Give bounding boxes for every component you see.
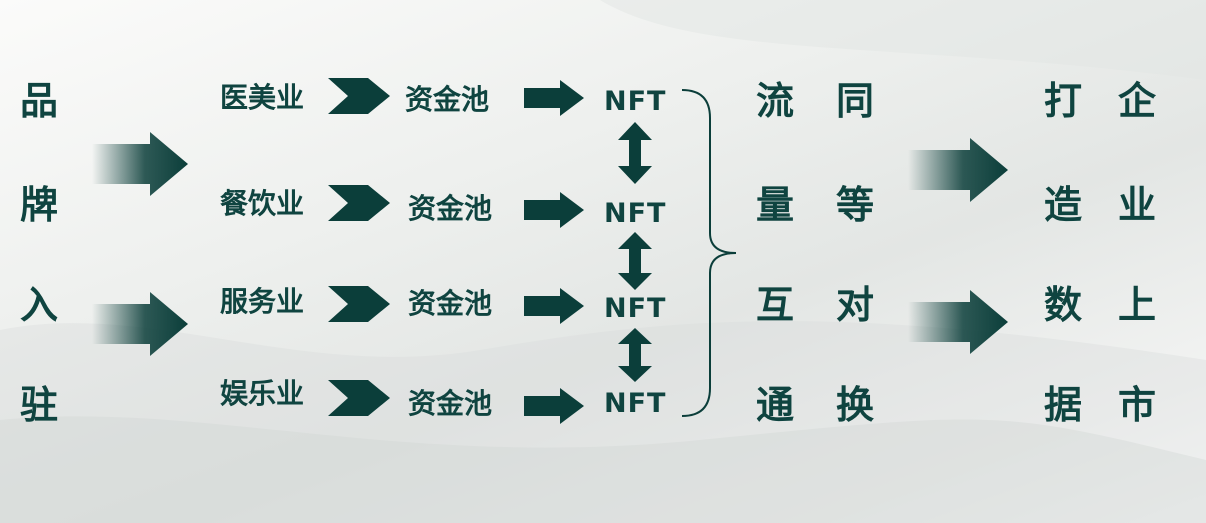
nft-label: NFT <box>604 86 667 117</box>
gradient-arrow-icon <box>92 132 188 196</box>
right-arrow-icon <box>524 192 584 228</box>
right-col2-char-4: 市 <box>1118 383 1157 427</box>
left-label-char-2: 牌 <box>20 183 59 227</box>
middle-col2-char-3: 对 <box>836 283 875 327</box>
left-label-char-1: 品 <box>20 79 59 123</box>
right-col2-char-2: 业 <box>1118 183 1157 227</box>
right-col2-char-1: 企 <box>1118 79 1157 123</box>
double-arrow-icon <box>618 232 652 290</box>
left-label-char-4: 驻 <box>20 383 59 427</box>
right-col2-char-3: 上 <box>1118 283 1157 327</box>
gradient-arrow-icon <box>908 138 1008 202</box>
nft-label: NFT <box>604 198 667 229</box>
double-arrow-icon <box>618 328 652 382</box>
right-arrow-icon <box>328 78 390 114</box>
right-col1-char-4: 据 <box>1044 383 1083 427</box>
right-arrow-icon <box>328 185 390 221</box>
industry-label: 医美业 <box>220 81 305 114</box>
middle-col1-char-3: 互 <box>756 283 795 327</box>
right-col1-char-3: 数 <box>1044 283 1083 327</box>
gradient-arrow-icon <box>92 292 188 356</box>
middle-col1-char-2: 量 <box>756 183 795 227</box>
nft-label: NFT <box>604 388 667 419</box>
right-arrow-icon <box>328 380 390 416</box>
middle-col2-char-2: 等 <box>836 183 875 227</box>
fund-pool-label: 资金池 <box>408 287 493 320</box>
industry-label: 服务业 <box>220 285 305 318</box>
right-arrow-icon <box>524 288 584 324</box>
right-col1-char-2: 造 <box>1044 183 1083 227</box>
nft-label: NFT <box>604 293 667 324</box>
fund-pool-label: 资金池 <box>408 192 493 225</box>
gradient-arrow-icon <box>908 290 1008 354</box>
middle-col2-char-4: 换 <box>836 383 875 427</box>
right-arrow-icon <box>524 80 584 116</box>
industry-label: 餐饮业 <box>220 187 305 220</box>
fund-pool-label: 资金池 <box>408 387 493 420</box>
middle-col1-char-4: 通 <box>756 383 795 427</box>
industry-label: 娱乐业 <box>220 377 305 410</box>
right-col1-char-1: 打 <box>1044 79 1083 123</box>
right-arrow-icon <box>524 388 584 424</box>
fund-pool-label: 资金池 <box>405 83 490 116</box>
curly-brace-icon <box>681 89 737 417</box>
middle-col2-char-1: 同 <box>836 79 875 123</box>
middle-col1-char-1: 流 <box>756 79 795 123</box>
right-arrow-icon <box>328 286 390 322</box>
double-arrow-icon <box>618 122 652 184</box>
left-label-char-3: 入 <box>20 283 59 327</box>
